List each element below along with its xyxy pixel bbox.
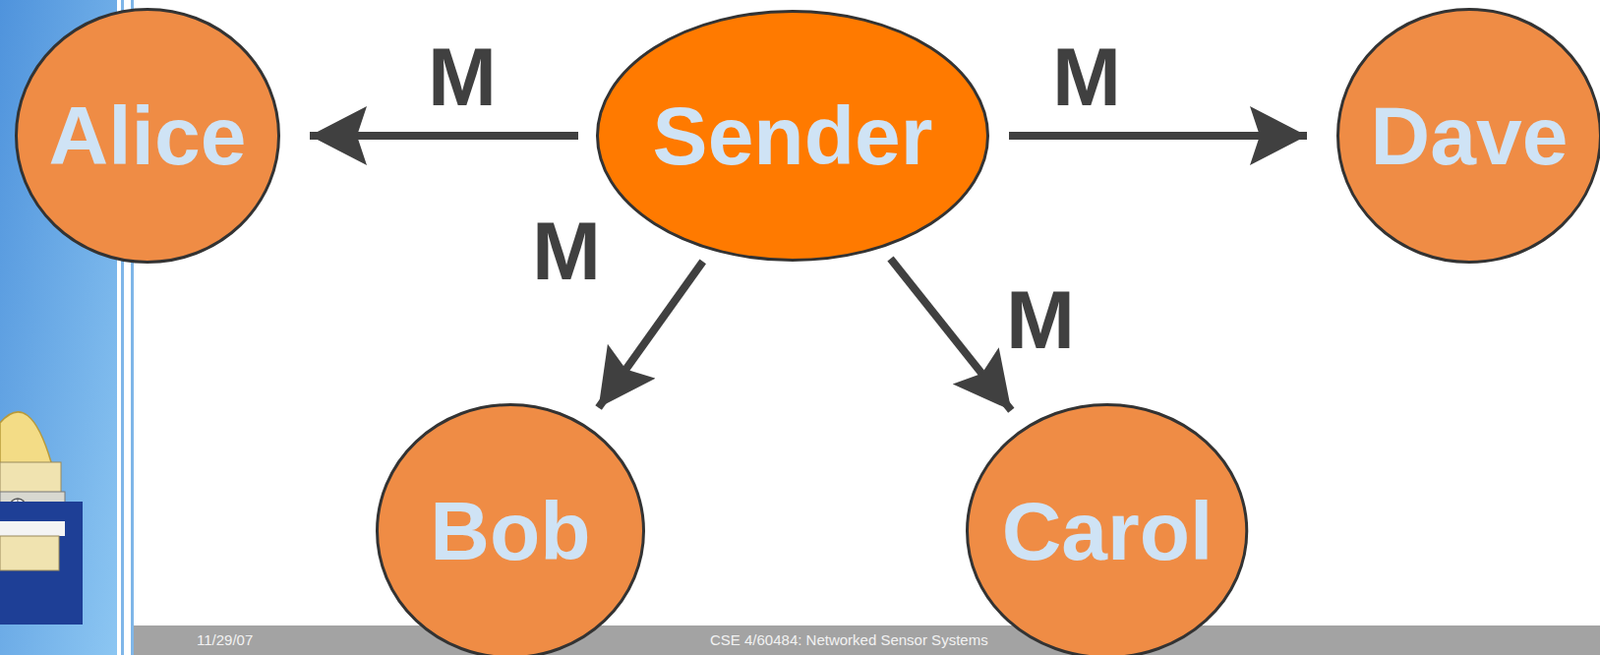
message-label: M (427, 35, 497, 119)
message-arrow (309, 131, 579, 140)
receiver-node: Dave (1336, 7, 1600, 264)
footer-bar (133, 625, 1600, 655)
ellipse-outline (597, 11, 989, 261)
node-label: Carol (1002, 489, 1214, 573)
footer-date: 11/29/07 (196, 632, 253, 648)
node-label: Sender (652, 94, 934, 178)
node-label: Bob (429, 489, 591, 573)
ellipse-outline (16, 9, 280, 263)
ellipse-outline (377, 405, 645, 655)
dome-icon (0, 412, 83, 625)
message-label: M (1006, 278, 1075, 361)
node-label: Alice (49, 94, 247, 178)
ellipse-outline (967, 405, 1247, 655)
message-arrow (598, 261, 704, 409)
footer-course: CSE 4/60484: Networked Sensor Systems (710, 632, 989, 648)
message-arrow (1008, 131, 1307, 140)
receiver-node: Alice (14, 7, 281, 264)
receiver-node: Carol (965, 403, 1248, 655)
receiver-node: Bob (375, 403, 646, 655)
ellipse-outline (1338, 9, 1600, 263)
sender-node: Sender (595, 9, 990, 262)
message-label: M (1052, 35, 1122, 119)
node-label: Dave (1370, 94, 1569, 178)
message-arrow (890, 258, 1012, 411)
message-label: M (532, 209, 601, 293)
